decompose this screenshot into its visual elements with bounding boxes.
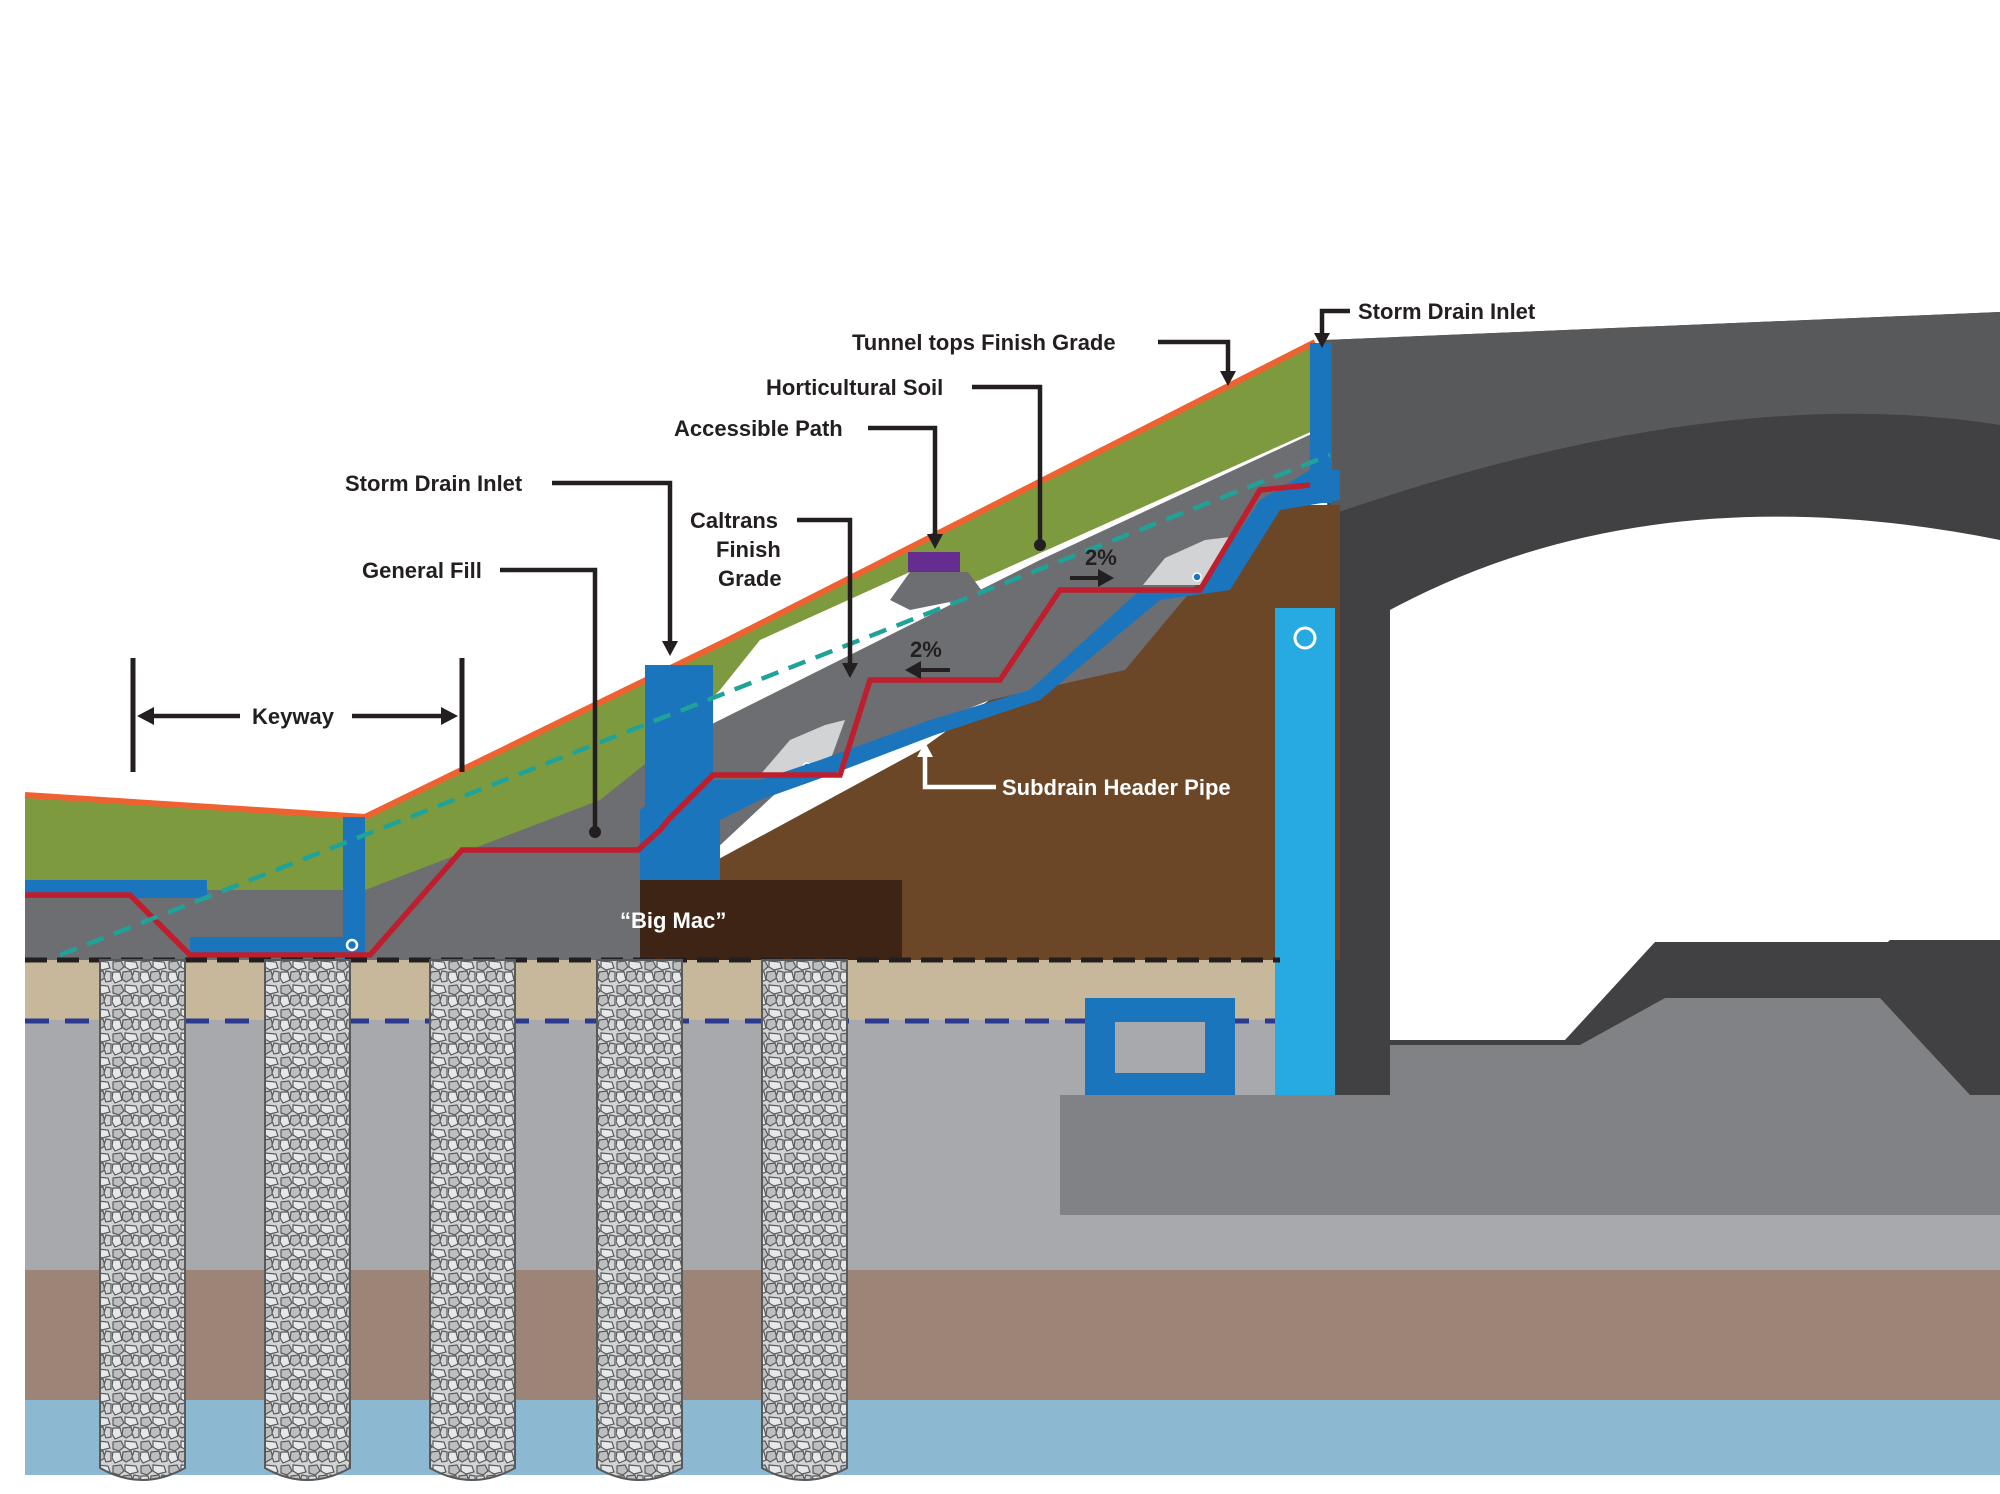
brown-soil-layer	[25, 1270, 2000, 1400]
gravel-pocket-upper	[1143, 537, 1230, 585]
water-bearing-layer	[25, 1400, 2000, 1475]
caltrans-finish-grade-line	[25, 482, 1311, 958]
leader-general-fill-dot	[589, 826, 601, 838]
slope-indicators: 2% 2%	[905, 545, 1117, 679]
leader-caltrans	[797, 517, 853, 670]
storm-drain-shaft-pipe	[1293, 626, 1317, 650]
keyway-pipe	[345, 938, 359, 952]
leader-finish-grade-arrow	[1220, 371, 1236, 386]
leader-horticultural-soil	[972, 384, 1043, 540]
label-keyway: Keyway	[252, 704, 335, 729]
label-big-mac: “Big Mac”	[620, 908, 726, 933]
leader-finish-grade	[1158, 339, 1231, 378]
leader-general-fill	[500, 567, 598, 830]
leader-accessible-path	[868, 425, 938, 540]
box-culvert-opening	[1115, 1022, 1205, 1073]
storm-drain-inlet-right	[1310, 343, 1332, 503]
tunnel-footing	[1060, 1095, 2000, 1215]
stone-column	[761, 959, 848, 1481]
subdrain-pipe-upper	[1192, 572, 1202, 582]
tunnel-opening	[1390, 516, 2000, 1040]
stone-column	[596, 959, 683, 1481]
leader-storm-drain-right	[1319, 308, 1350, 340]
label-storm-drain-inlet-right: Storm Drain Inlet	[1358, 299, 1536, 324]
storm-drain-bottom-channel	[190, 937, 365, 955]
slope-arrow-lower-head	[905, 661, 921, 679]
leader-subdrain-header-arrow	[917, 742, 933, 757]
leader-caltrans-arrow	[842, 663, 858, 678]
storm-drain-keyway	[343, 817, 365, 960]
accessible-path-base	[890, 572, 985, 610]
stone-column	[264, 959, 351, 1481]
accessible-path-surface	[908, 552, 960, 572]
tunnel-tops-finish-grade-line	[24, 339, 1317, 821]
label-accessible-path: Accessible Path	[674, 416, 843, 441]
label-general-fill: General Fill	[362, 558, 482, 583]
stone-column	[429, 959, 516, 1481]
label-caltrans-line-3: Grade	[718, 566, 782, 591]
leader-lines	[130, 308, 1350, 838]
label-storm-drain-inlet-left: Storm Drain Inlet	[345, 471, 523, 496]
stone-column	[99, 959, 186, 1481]
stone-columns	[99, 959, 848, 1481]
keyway-arrow-left	[137, 707, 154, 725]
leader-storm-drain-left	[552, 480, 673, 648]
label-horticultural-soil: Horticultural Soil	[766, 375, 943, 400]
tunnel-roof-top	[1325, 312, 2000, 515]
leader-storm-drain-left-arrow	[662, 641, 678, 656]
leader-accessible-path-arrow	[927, 534, 943, 549]
horticultural-soil	[25, 342, 1315, 890]
storm-drain-vertical-shaft	[1275, 608, 1335, 1095]
leader-storm-drain-right-arrow	[1314, 333, 1330, 348]
label-tunnel-tops-finish-grade: Tunnel tops Finish Grade	[852, 330, 1116, 355]
tunnel-interior-step-fill	[1390, 998, 1970, 1095]
slope-label-lower: 2%	[910, 637, 942, 662]
slope-label-upper: 2%	[1085, 545, 1117, 570]
keyway-arrow-right	[441, 707, 458, 725]
native-soil	[372, 505, 1340, 960]
callout-labels: Storm Drain Inlet Tunnel tops Finish Gra…	[252, 299, 1536, 933]
leader-subdrain-header	[922, 752, 996, 790]
leader-horticultural-soil-dot	[1034, 539, 1046, 551]
design-water-table-line	[59, 452, 1331, 958]
label-subdrain-header-pipe: Subdrain Header Pipe	[1002, 775, 1231, 800]
slope-arrow-upper-head	[1098, 569, 1114, 587]
label-caltrans-line-2: Finish	[716, 537, 781, 562]
tunnel-structure	[1060, 312, 2000, 1215]
label-caltrans-line-1: Caltrans	[690, 508, 778, 533]
